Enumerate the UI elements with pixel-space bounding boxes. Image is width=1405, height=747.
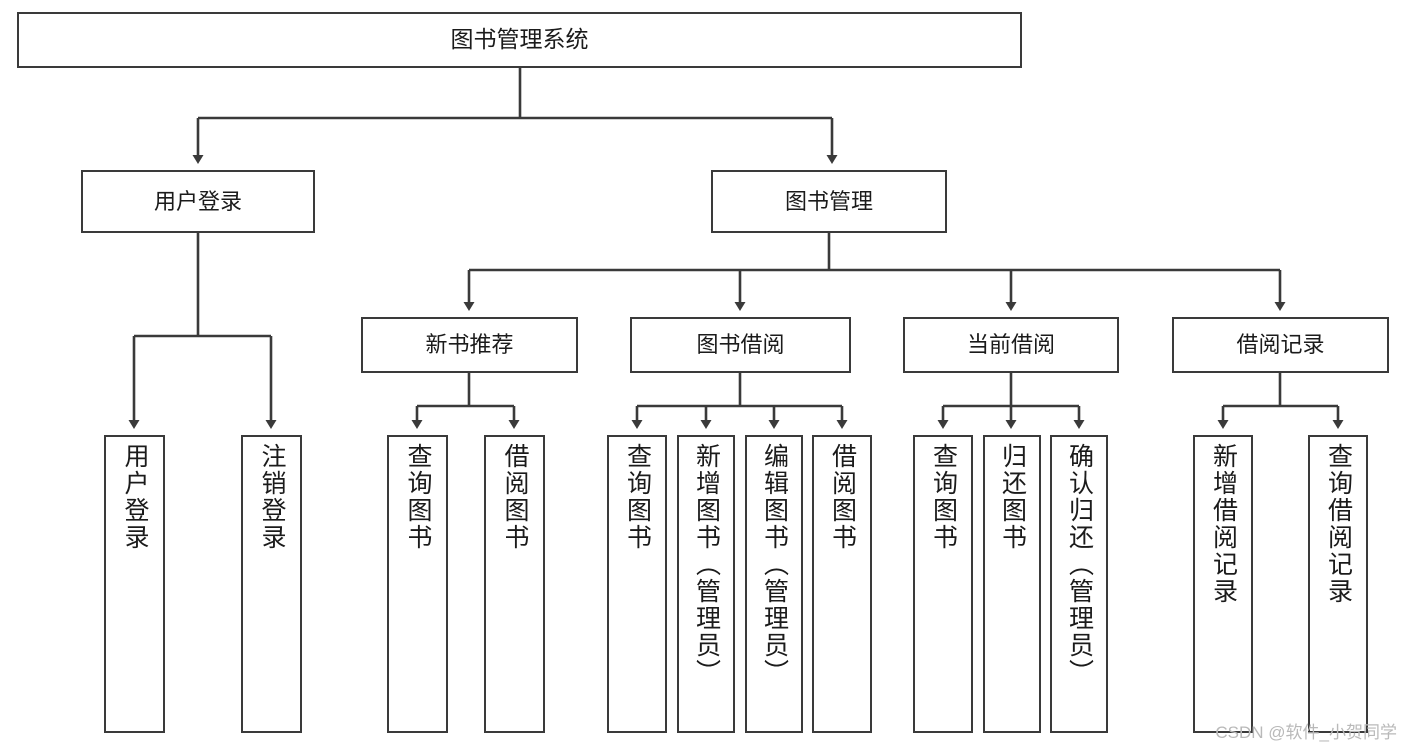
leaf-recommend-borrow-book[interactable]: 借阅图书 (484, 435, 545, 733)
node-user-login[interactable]: 用户登录 (81, 170, 315, 233)
leaf-label: 查询图书 (623, 443, 652, 551)
node-new-book-recommend[interactable]: 新书推荐 (361, 317, 578, 373)
leaf-label: 查询图书 (929, 443, 958, 551)
leaf-borrow-edit-book[interactable]: 编辑图书（管理员） (745, 435, 803, 733)
node-current-borrow[interactable]: 当前借阅 (903, 317, 1119, 373)
leaf-label: 注销登录 (258, 443, 286, 551)
leaf-current-query-book[interactable]: 查询图书 (913, 435, 973, 733)
leaf-label: 查询借阅记录 (1324, 443, 1353, 605)
leaf-record-add-record[interactable]: 新增借阅记录 (1193, 435, 1253, 733)
node-borrow-record-label: 借阅记录 (1236, 332, 1325, 358)
leaf-current-confirm-return[interactable]: 确认归还（管理员） (1050, 435, 1108, 733)
node-book-borrow[interactable]: 图书借阅 (630, 317, 851, 373)
leaf-borrow-borrow-book[interactable]: 借阅图书 (812, 435, 872, 733)
leaf-label: 查询图书 (404, 443, 432, 551)
leaf-label: 确认归还（管理员） (1065, 443, 1094, 686)
node-book-management[interactable]: 图书管理 (711, 170, 947, 233)
leaf-label: 借阅图书 (828, 443, 857, 551)
leaf-recommend-query-book[interactable]: 查询图书 (387, 435, 448, 733)
node-book-management-label: 图书管理 (784, 188, 873, 214)
leaf-label: 新增借阅记录 (1209, 443, 1238, 605)
node-root[interactable]: 图书管理系统 (17, 12, 1022, 68)
leaf-label: 归还图书 (998, 443, 1027, 551)
leaf-record-query-record[interactable]: 查询借阅记录 (1308, 435, 1368, 733)
leaf-borrow-query-book[interactable]: 查询图书 (607, 435, 667, 733)
node-root-label: 图书管理系统 (450, 26, 589, 53)
node-current-borrow-label: 当前借阅 (966, 332, 1055, 358)
leaf-label: 新增图书（管理员） (692, 443, 721, 686)
leaf-borrow-add-book[interactable]: 新增图书（管理员） (677, 435, 735, 733)
leaf-user-login-logout[interactable]: 注销登录 (241, 435, 302, 733)
leaf-label: 用户登录 (121, 443, 149, 551)
node-book-borrow-label: 图书借阅 (696, 332, 785, 358)
node-new-book-recommend-label: 新书推荐 (425, 332, 514, 358)
leaf-label: 编辑图书（管理员） (760, 443, 789, 686)
node-borrow-record[interactable]: 借阅记录 (1172, 317, 1389, 373)
leaf-label: 借阅图书 (501, 443, 529, 551)
leaf-current-return-book[interactable]: 归还图书 (983, 435, 1041, 733)
node-user-login-label: 用户登录 (153, 188, 242, 214)
leaf-user-login-login[interactable]: 用户登录 (104, 435, 165, 733)
